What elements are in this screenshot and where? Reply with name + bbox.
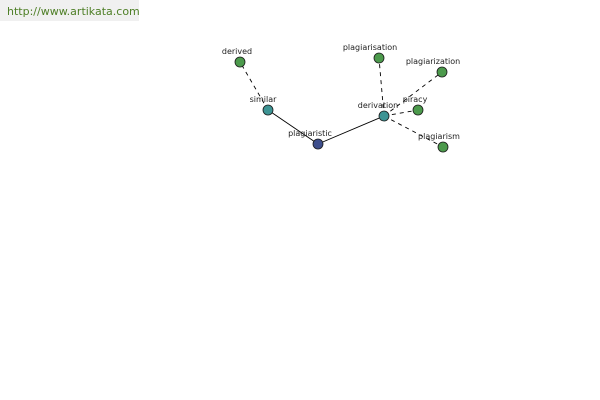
node-label-piracy[interactable]: piracy (403, 95, 428, 104)
node-label-plagiarization[interactable]: plagiarization (406, 57, 460, 66)
node-label-similar[interactable]: similar (250, 95, 278, 104)
source-url-link[interactable]: http://www.artikata.com (0, 0, 140, 21)
node-derivation[interactable] (378, 110, 390, 122)
edges-layer (239, 57, 444, 148)
node-plagiarization[interactable] (436, 66, 448, 78)
node-piracy[interactable] (412, 104, 424, 116)
node-label-plagiarism[interactable]: plagiarism (418, 132, 460, 141)
edge-plagiaristic-derivation (317, 115, 385, 145)
edge-derivation-plagiarisation (378, 57, 385, 117)
node-derived[interactable] (234, 56, 246, 68)
edge-plagiaristic-similar (267, 109, 319, 145)
node-similar[interactable] (262, 104, 274, 116)
node-label-derivation[interactable]: derivation (358, 101, 398, 110)
node-plagiarism[interactable] (437, 141, 449, 153)
labels-layer: plagiaristic similar derivation derived plag… (222, 43, 460, 141)
node-label-derived[interactable]: derived (222, 47, 252, 56)
node-plagiarisation[interactable] (373, 52, 385, 64)
edge-derivation-plagiarism (383, 115, 444, 148)
node-label-plagiaristic[interactable]: plagiaristic (288, 129, 332, 138)
edge-similar-derived (239, 61, 269, 111)
node-plagiaristic[interactable] (312, 138, 324, 150)
node-label-plagiarisation[interactable]: plagiarisation (343, 43, 397, 52)
nodes-layer (234, 52, 449, 153)
edge-derivation-piracy (383, 109, 419, 117)
